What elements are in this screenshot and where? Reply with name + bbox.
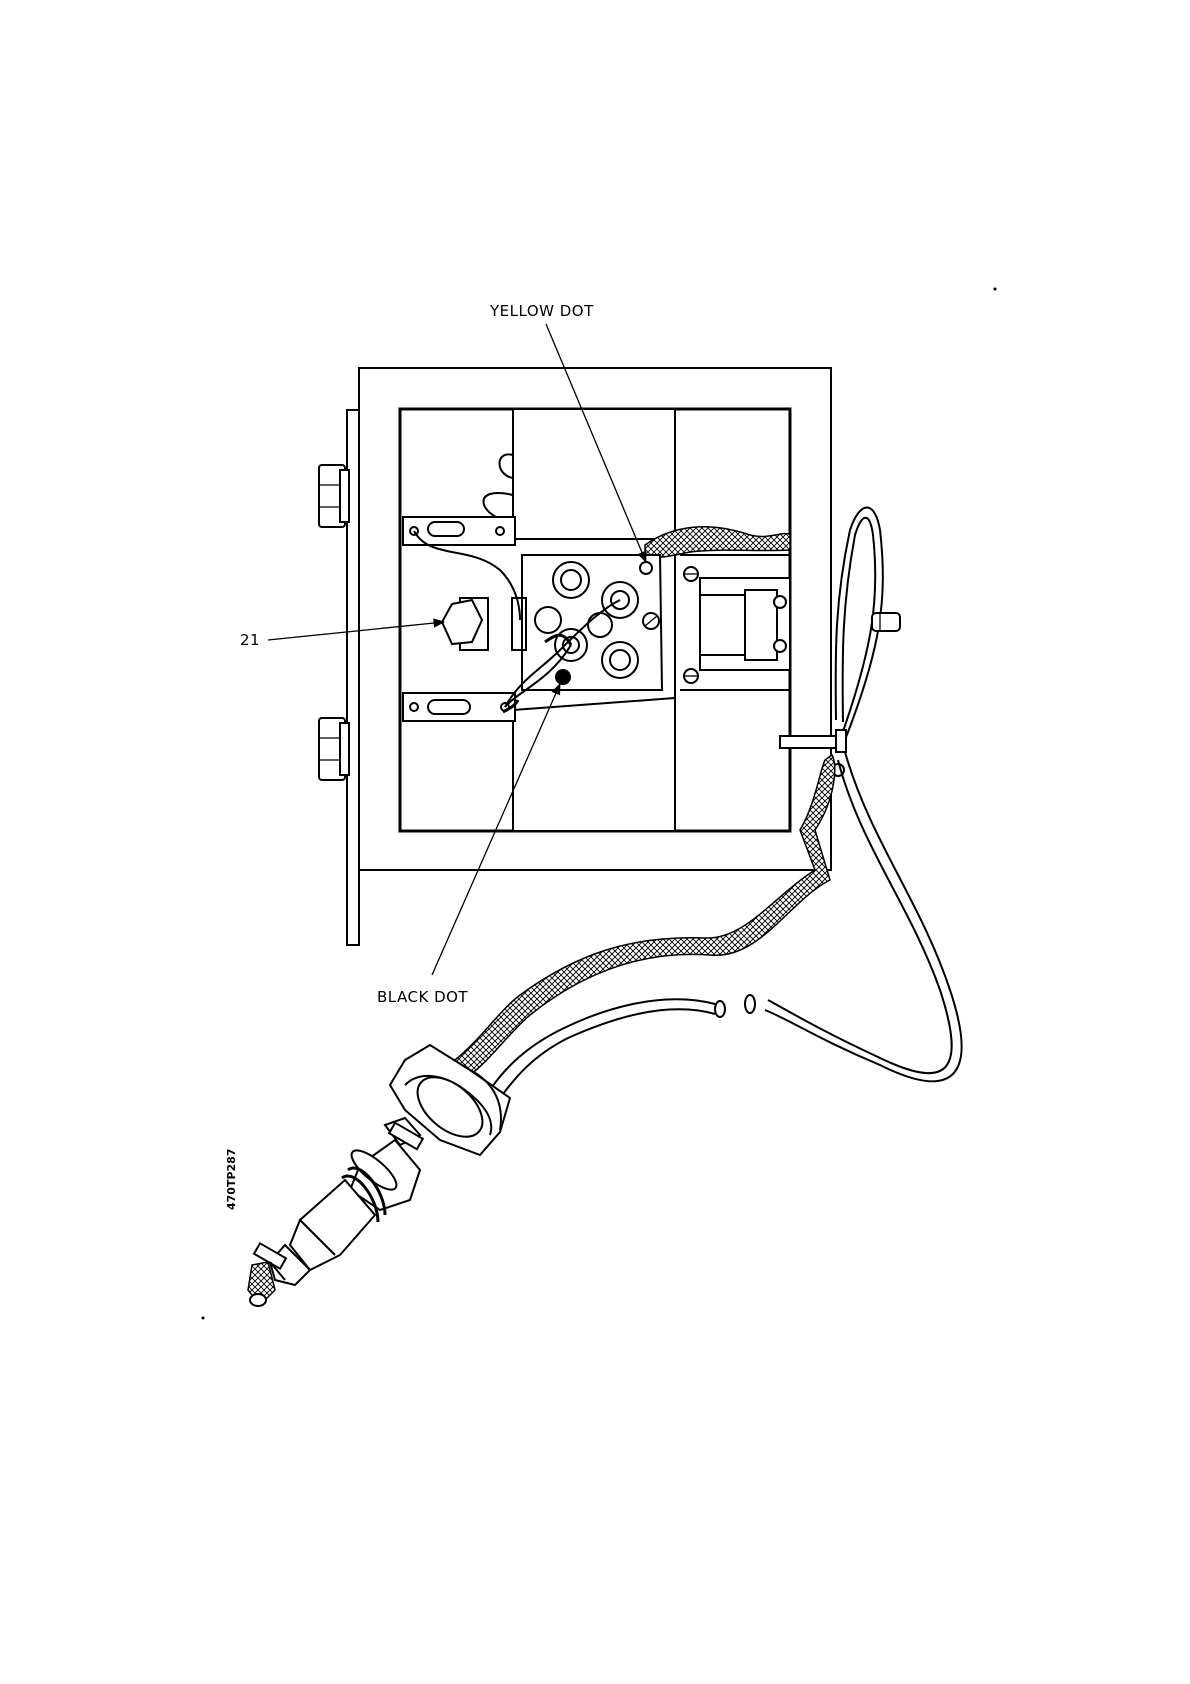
stray-dot-top	[994, 288, 997, 291]
black-dot-marker	[555, 669, 571, 685]
label-callout-21: 21	[240, 631, 260, 649]
mounting-flange	[319, 410, 359, 945]
stray-dot-bottom	[202, 1317, 205, 1320]
label-yellow-dot: YELLOW DOT	[489, 302, 594, 320]
label-drawing-number: 470TP287	[225, 1149, 238, 1211]
label-black-dot: BLACK DOT	[377, 988, 468, 1006]
cable-gland	[248, 1045, 510, 1306]
